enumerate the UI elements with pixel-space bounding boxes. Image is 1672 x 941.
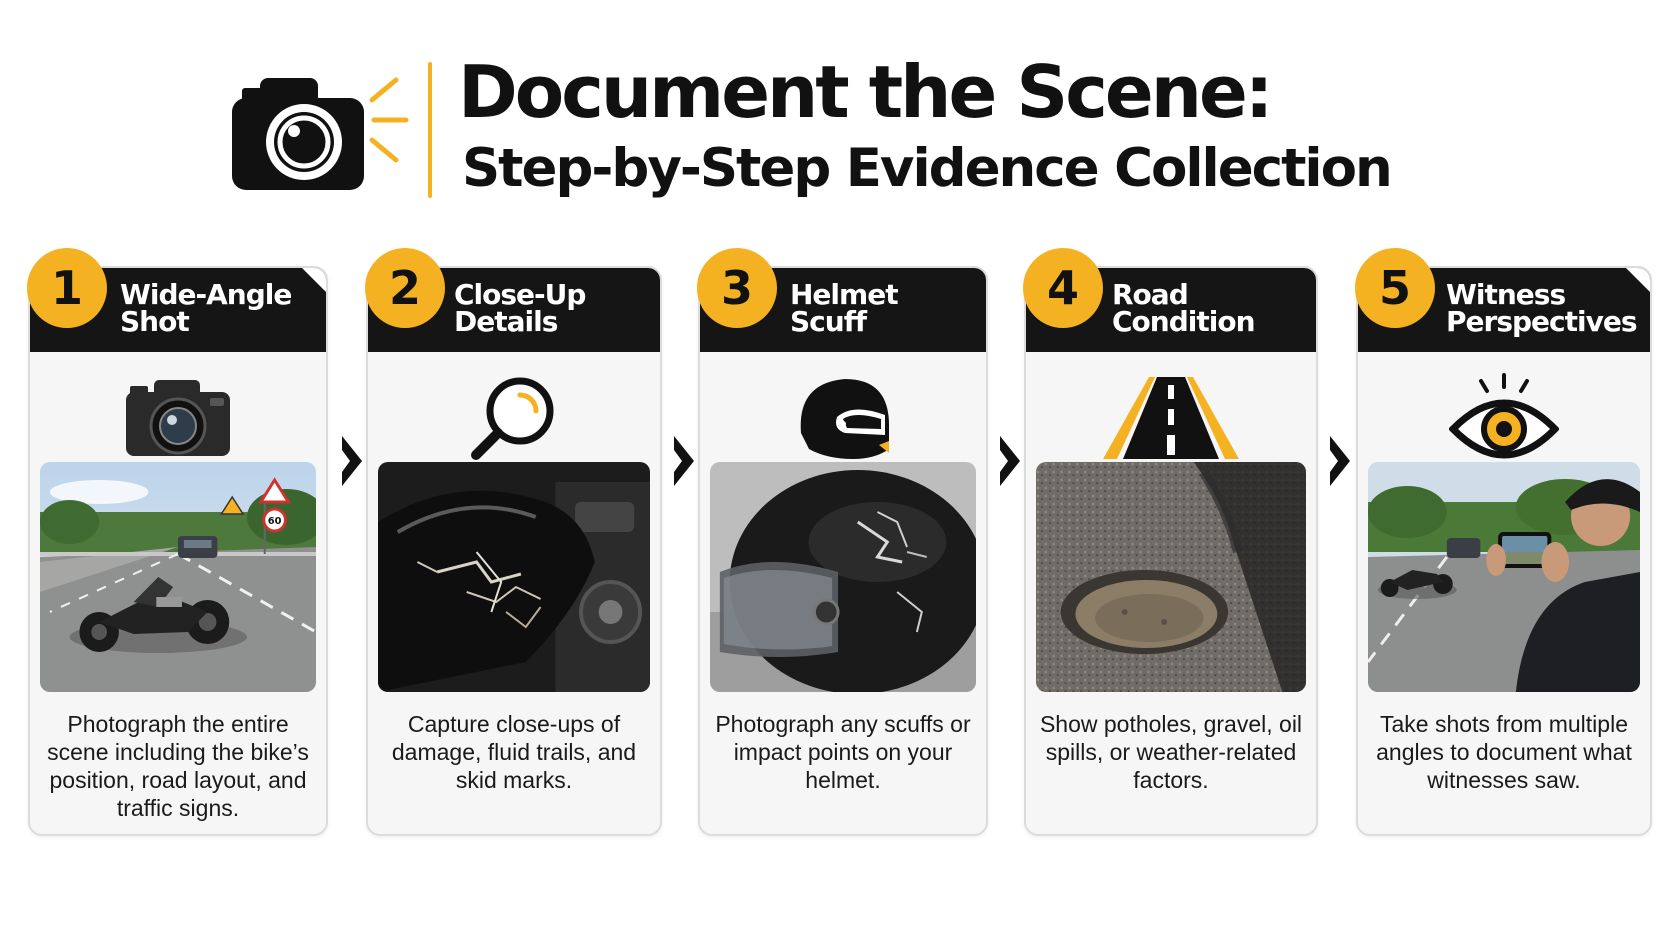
- page-title: Document the Scene:: [458, 50, 1274, 134]
- step-card-5: Take shots from multiple angles to docum…: [1355, 248, 1652, 836]
- step-card-4: Show potholes, gravel, oil spills, or we…: [1023, 248, 1318, 836]
- photo-road-pothole: [1036, 462, 1306, 692]
- flash-rays-icon: [369, 77, 409, 163]
- step-description: Take shots from multiple angles to docum…: [1376, 711, 1632, 793]
- page-subtitle: Step-by-Step Evidence Collection: [462, 138, 1393, 199]
- photo-wide-angle-scene: 60: [40, 462, 316, 692]
- step-card-3: Photograph any scuffs or impact points o…: [697, 248, 988, 836]
- camera-icon: [232, 78, 364, 190]
- card-body: Show potholes, gravel, oil spills, or we…: [1024, 266, 1318, 836]
- chevron-right-icon: [1330, 436, 1350, 486]
- step-number-badge: 3: [697, 248, 777, 328]
- chevron-right-icon: [1000, 436, 1020, 486]
- road-icon: [1026, 370, 1316, 466]
- step-number-badge: 5: [1355, 248, 1435, 328]
- chevron-right-icon: [342, 436, 362, 486]
- step-description: Show potholes, gravel, oil spills, or we…: [1039, 711, 1303, 793]
- header: Document the Scene: Step-by-Step Evidenc…: [0, 0, 1672, 230]
- card-body: Take shots from multiple angles to docum…: [1356, 266, 1652, 836]
- photo-helmet-scuff: [710, 462, 976, 692]
- step-title: Road Condition: [1112, 278, 1256, 338]
- step-title: Helmet Scuff: [790, 278, 899, 338]
- photo-damage-closeup: [378, 462, 650, 692]
- helmet-icon: [700, 370, 986, 466]
- card-body: 60 Photograph the entire scene including…: [28, 266, 328, 836]
- chevron-right-icon: [674, 436, 694, 486]
- speed-limit-sign: 60: [268, 516, 282, 527]
- eye-icon: [1358, 370, 1650, 466]
- step-card-1: 60 Photograph the entire scene including…: [27, 248, 328, 836]
- step-number-badge: 2: [365, 248, 445, 328]
- step-card-2: Capture close-ups of damage, fluid trail…: [365, 248, 662, 836]
- step-number-badge: 4: [1023, 248, 1103, 328]
- card-body: Photograph any scuffs or impact points o…: [698, 266, 988, 836]
- card-body: Capture close-ups of damage, fluid trail…: [366, 266, 662, 836]
- step-description: Capture close-ups of damage, fluid trail…: [391, 711, 637, 793]
- camera-icon: [30, 370, 326, 466]
- step-description: Photograph any scuffs or impact points o…: [715, 711, 971, 793]
- photo-witness-perspective: [1368, 462, 1640, 692]
- step-number-badge: 1: [27, 248, 107, 328]
- header-divider: [428, 62, 432, 198]
- step-title: Close-Up Details: [454, 278, 586, 338]
- magnifier-icon: [368, 370, 660, 466]
- step-description: Photograph the entire scene including th…: [47, 711, 309, 821]
